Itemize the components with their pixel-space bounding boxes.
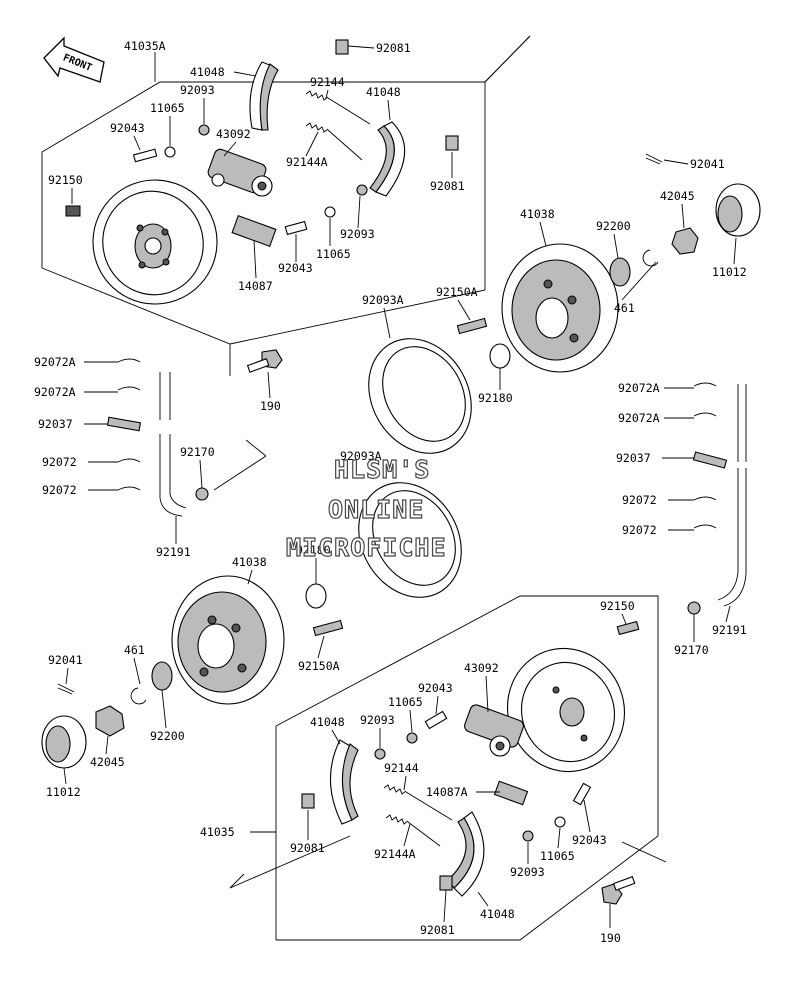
label-92093A: 92093A <box>362 293 404 307</box>
label-41035A: 41035A <box>124 39 166 53</box>
brake-shoe-41048-top-a <box>249 61 279 131</box>
label-92144A: 92144A <box>374 847 416 861</box>
label-92093: 92093 <box>340 227 375 241</box>
hub-parts-top <box>609 153 761 287</box>
label-461: 461 <box>124 643 145 657</box>
label-92093: 92093 <box>180 83 215 97</box>
front-arrow-icon: FRONT <box>43 36 105 83</box>
label-461: 461 <box>614 301 635 315</box>
bolt-190-top <box>246 349 283 373</box>
label-92180: 92180 <box>478 391 513 405</box>
label-43092: 43092 <box>216 127 251 141</box>
label-41035: 41035 <box>200 825 235 839</box>
watermark-line-3: MICROFICHE <box>286 533 447 562</box>
lining-92093A-top <box>368 338 472 454</box>
label-11012: 11012 <box>712 265 747 279</box>
label-41038: 41038 <box>232 555 267 569</box>
label-92043: 92043 <box>418 681 453 695</box>
frame-41035 <box>229 595 667 941</box>
wheel-cylinder-43092-bottom <box>464 704 524 757</box>
label-41048: 41048 <box>480 907 515 921</box>
label-92081: 92081 <box>420 923 455 937</box>
label-14087: 14087 <box>238 279 273 293</box>
backing-plate-41035A <box>92 179 218 305</box>
label-42045: 42045 <box>90 755 125 769</box>
label-92072: 92072 <box>622 523 657 537</box>
wheel-cylinder-43092-top <box>207 148 273 197</box>
label-92170: 92170 <box>674 643 709 657</box>
label-92093: 92093 <box>510 865 545 879</box>
label-42045: 42045 <box>660 189 695 203</box>
label-11065: 11065 <box>150 101 185 115</box>
label-41048: 41048 <box>190 65 225 79</box>
label-43092: 43092 <box>464 661 499 675</box>
label-14087A: 14087A <box>426 785 468 799</box>
label-92072: 92072 <box>42 483 77 497</box>
label-92150A: 92150A <box>298 659 340 673</box>
label-92072A: 92072A <box>34 385 76 399</box>
label-92043: 92043 <box>572 833 607 847</box>
label-11065: 11065 <box>316 247 351 261</box>
brake-shoe-41048-top-b <box>369 121 406 197</box>
lining-92093A-bottom <box>358 482 462 598</box>
hub-parts-bottom <box>41 583 344 769</box>
brake-drum-41038-bottom <box>171 575 285 705</box>
label-92180: 92180 <box>296 543 331 557</box>
brake-drum-41038-top <box>501 243 619 373</box>
label-41048: 41048 <box>366 85 401 99</box>
label-92144A: 92144A <box>286 155 328 169</box>
label-92150A: 92150A <box>436 285 478 299</box>
label-92072A: 92072A <box>34 355 76 369</box>
label-92043: 92043 <box>110 121 145 135</box>
backing-plate-41035-bottom <box>506 647 626 773</box>
label-92093A: 92093A <box>340 449 382 463</box>
brake-shoe-41048-bottom-a <box>329 739 359 825</box>
label-41038: 41038 <box>520 207 555 221</box>
watermark-line-1: HLSM'S <box>334 455 430 484</box>
bolt-92150A-top <box>456 317 511 369</box>
label-92041: 92041 <box>690 157 725 171</box>
label-92072A: 92072A <box>618 411 660 425</box>
label-92081: 92081 <box>376 41 411 55</box>
label-92191: 92191 <box>156 545 191 559</box>
label-92144: 92144 <box>310 75 345 89</box>
label-92072: 92072 <box>42 455 77 469</box>
label-92150: 92150 <box>600 599 635 613</box>
label-92144: 92144 <box>384 761 419 775</box>
right-hose-set <box>687 382 747 615</box>
springs-bottom <box>301 620 640 905</box>
brake-shoe-41048-bottom-b <box>447 811 485 897</box>
left-hose-set <box>106 358 267 517</box>
label-11012: 11012 <box>46 785 81 799</box>
label-92037: 92037 <box>616 451 651 465</box>
label-92093: 92093 <box>360 713 395 727</box>
label-92200: 92200 <box>150 729 185 743</box>
label-41048: 41048 <box>310 715 345 729</box>
label-92081: 92081 <box>290 841 325 855</box>
label-92170: 92170 <box>180 445 215 459</box>
label-11065: 11065 <box>540 849 575 863</box>
label-92072: 92072 <box>622 493 657 507</box>
label-92041: 92041 <box>48 653 83 667</box>
label-190: 190 <box>260 399 281 413</box>
label-92043: 92043 <box>278 261 313 275</box>
label-92150: 92150 <box>48 173 83 187</box>
label-92191: 92191 <box>712 623 747 637</box>
watermark: HLSM'S ONLINE MICROFICHE <box>285 454 447 562</box>
label-11065: 11065 <box>388 695 423 709</box>
watermark-line-2: ONLINE <box>328 495 424 524</box>
label-92200: 92200 <box>596 219 631 233</box>
springs-top <box>65 39 459 248</box>
label-92037: 92037 <box>38 417 73 431</box>
label-92081: 92081 <box>430 179 465 193</box>
part-labels: 41035A 92081 41048 92144 92093 41048 110… <box>34 39 747 945</box>
frame-41035A <box>41 35 531 376</box>
label-92072A: 92072A <box>618 381 660 395</box>
label-190: 190 <box>600 931 621 945</box>
leader-lines <box>63 45 737 928</box>
